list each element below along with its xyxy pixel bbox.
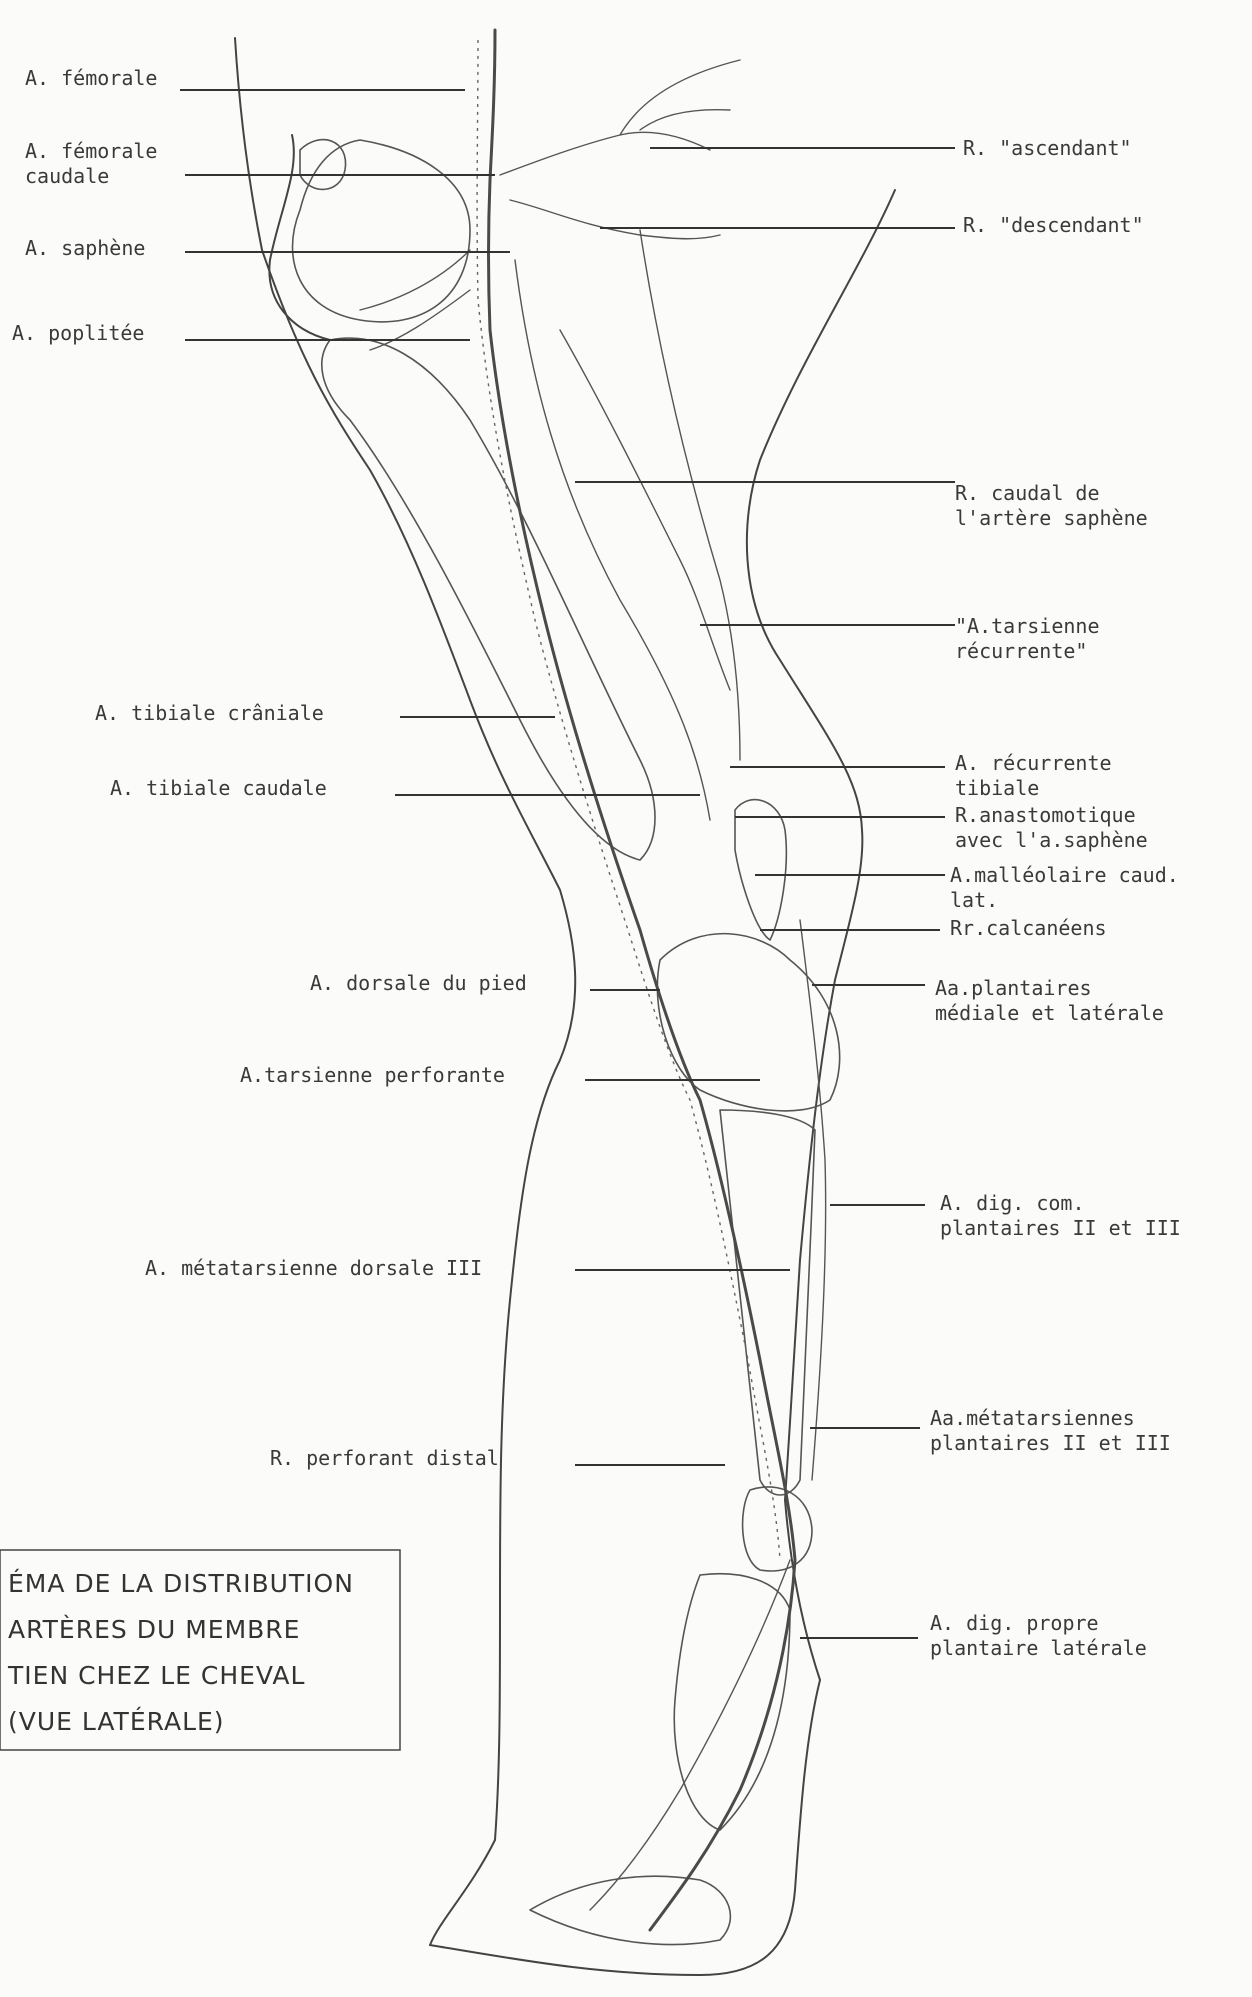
coffin-bone-sketch: [530, 1876, 730, 1944]
femoral-artery: [489, 30, 796, 1930]
recurrent-tarsal-artery: [640, 230, 740, 760]
right-label: Rr.calcanéens: [950, 916, 1107, 940]
tibia-sketch: [322, 338, 655, 860]
left-label-line: A. fémorale: [25, 139, 157, 163]
left-label-line: A. tibiale crâniale: [95, 701, 324, 725]
left-label: A. tibiale caudale: [110, 776, 327, 800]
left-label: A. fémorale: [25, 66, 157, 90]
left-label-line: A. dorsale du pied: [310, 971, 527, 995]
saphenous-caudal-branch: [560, 330, 730, 690]
left-label-line: R. perforant distal: [270, 1446, 499, 1470]
left-label-line: A. saphène: [25, 236, 145, 260]
limb-outline: [235, 38, 895, 1975]
right-label-line: A.malléolaire caud.: [950, 863, 1179, 887]
left-label-line: A. tibiale caudale: [110, 776, 327, 800]
femoral-artery-inner: [477, 40, 780, 1560]
left-label: A. dorsale du pied: [310, 971, 527, 995]
left-label-line: A.tarsienne perforante: [240, 1063, 505, 1087]
right-label-line: A. récurrente: [955, 751, 1112, 775]
left-label-line: A. poplitée: [12, 321, 144, 345]
leader-lines: [180, 90, 955, 1638]
left-label: A. saphène: [25, 236, 145, 260]
left-label: A. tibiale crâniale: [95, 701, 324, 725]
figure-title-line: TIEN CHEZ LE CHEVAL: [7, 1661, 305, 1690]
left-label-line: A. métatarsienne dorsale III: [145, 1256, 482, 1280]
right-label-line: R. caudal de: [955, 481, 1100, 505]
right-label: R. "ascendant": [963, 136, 1132, 160]
calcaneus-sketch: [735, 800, 786, 940]
figure-title-line: ARTÈRES DU MEMBRE: [8, 1615, 300, 1644]
right-label-line: Rr.calcanéens: [950, 916, 1107, 940]
left-label: A. métatarsienne dorsale III: [145, 1256, 482, 1280]
right-label-line: tibiale: [955, 776, 1039, 800]
metatarsal-sketch: [720, 1110, 815, 1495]
right-label-line: plantaire latérale: [930, 1636, 1147, 1660]
right-label-line: l'artère saphène: [955, 506, 1148, 530]
right-label-line: lat.: [950, 888, 998, 912]
figure-title-line: (VUE LATÉRALE): [8, 1707, 225, 1736]
popliteal-branches: [360, 250, 470, 350]
limb-outline-caudal: [747, 190, 895, 1680]
right-label-line: R.anastomotique: [955, 803, 1136, 827]
ascending-branch-twig: [620, 60, 740, 135]
right-label-line: Aa.métatarsiennes: [930, 1406, 1135, 1430]
right-label-line: R. "descendant": [963, 213, 1144, 237]
right-label-line: plantaires II et III: [930, 1431, 1171, 1455]
saphenous-artery: [515, 260, 710, 820]
descending-branch: [510, 200, 720, 239]
right-label: A.malléolaire caud.lat.: [950, 863, 1179, 912]
left-label: A. poplitée: [12, 321, 144, 345]
figure-title-box: ÉMA DE LA DISTRIBUTION ARTÈRES DU MEMBRE…: [0, 1550, 400, 1750]
right-label-line: "A.tarsienne: [955, 614, 1100, 638]
right-label: R. "descendant": [963, 213, 1144, 237]
figure-title-line: ÉMA DE LA DISTRIBUTION: [8, 1569, 354, 1598]
left-label: R. perforant distal: [270, 1446, 499, 1470]
right-label-line: A. dig. propre: [930, 1611, 1099, 1635]
right-label-line: avec l'a.saphène: [955, 828, 1148, 852]
right-label-line: A. dig. com.: [940, 1191, 1085, 1215]
right-label-line: Aa.plantaires: [935, 976, 1092, 1000]
right-label-line: plantaires II et III: [940, 1216, 1181, 1240]
right-label-line: R. "ascendant": [963, 136, 1132, 160]
hoof-outline: [430, 1680, 820, 1975]
right-label-line: récurrente": [955, 639, 1087, 663]
right-label: A. dig. com.plantaires II et III: [940, 1191, 1181, 1240]
right-label-line: médiale et latérale: [935, 1001, 1164, 1025]
left-label: A.tarsienne perforante: [240, 1063, 505, 1087]
left-label-line: A. fémorale: [25, 66, 157, 90]
femur-sketch: [293, 140, 471, 322]
left-label-line: caudale: [25, 164, 109, 188]
ascending-branch: [500, 132, 710, 175]
